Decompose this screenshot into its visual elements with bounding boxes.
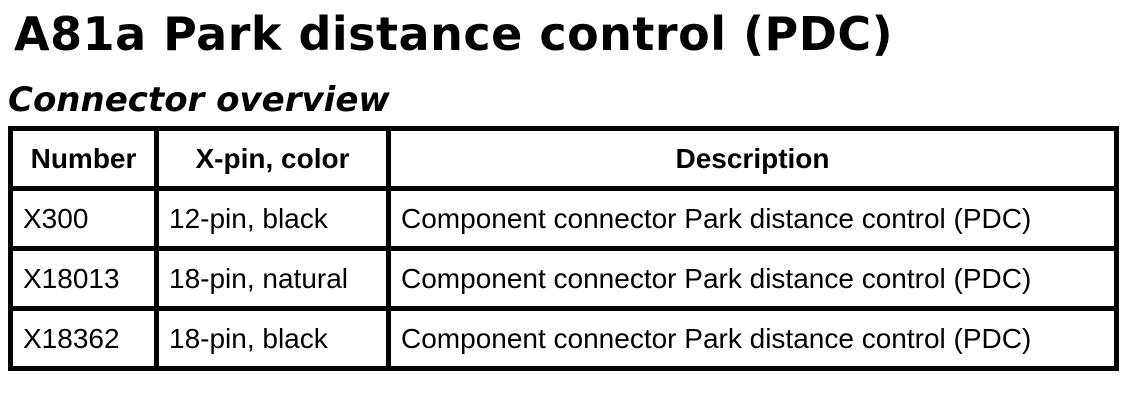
cell-description: Component connector Park distance contro… [386,306,1119,371]
cell-description: Component connector Park distance contro… [386,246,1119,311]
cell-number: X18362 [8,306,159,371]
page-title: A81a Park distance control (PDC) [14,7,894,61]
table-row: X18013 18-pin, natural Component connect… [8,246,1119,311]
cell-pin-color: 18-pin, natural [154,246,391,311]
cell-number: X18013 [8,246,159,311]
cell-number: X300 [8,186,159,251]
table-row: X18362 18-pin, black Component connector… [8,306,1119,371]
section-subtitle: Connector overview [8,80,390,120]
table-header-row: Number X-pin, color Description [8,126,1119,191]
cell-pin-color: 12-pin, black [154,186,391,251]
column-header-description: Description [386,126,1119,191]
table-row: X300 12-pin, black Component connector P… [8,186,1119,251]
column-header-pin-color: X-pin, color [154,126,391,191]
cell-description: Component connector Park distance contro… [386,186,1119,251]
connector-table: Number X-pin, color Description X300 12-… [8,126,1119,371]
column-header-number: Number [8,126,159,191]
cell-pin-color: 18-pin, black [154,306,391,371]
